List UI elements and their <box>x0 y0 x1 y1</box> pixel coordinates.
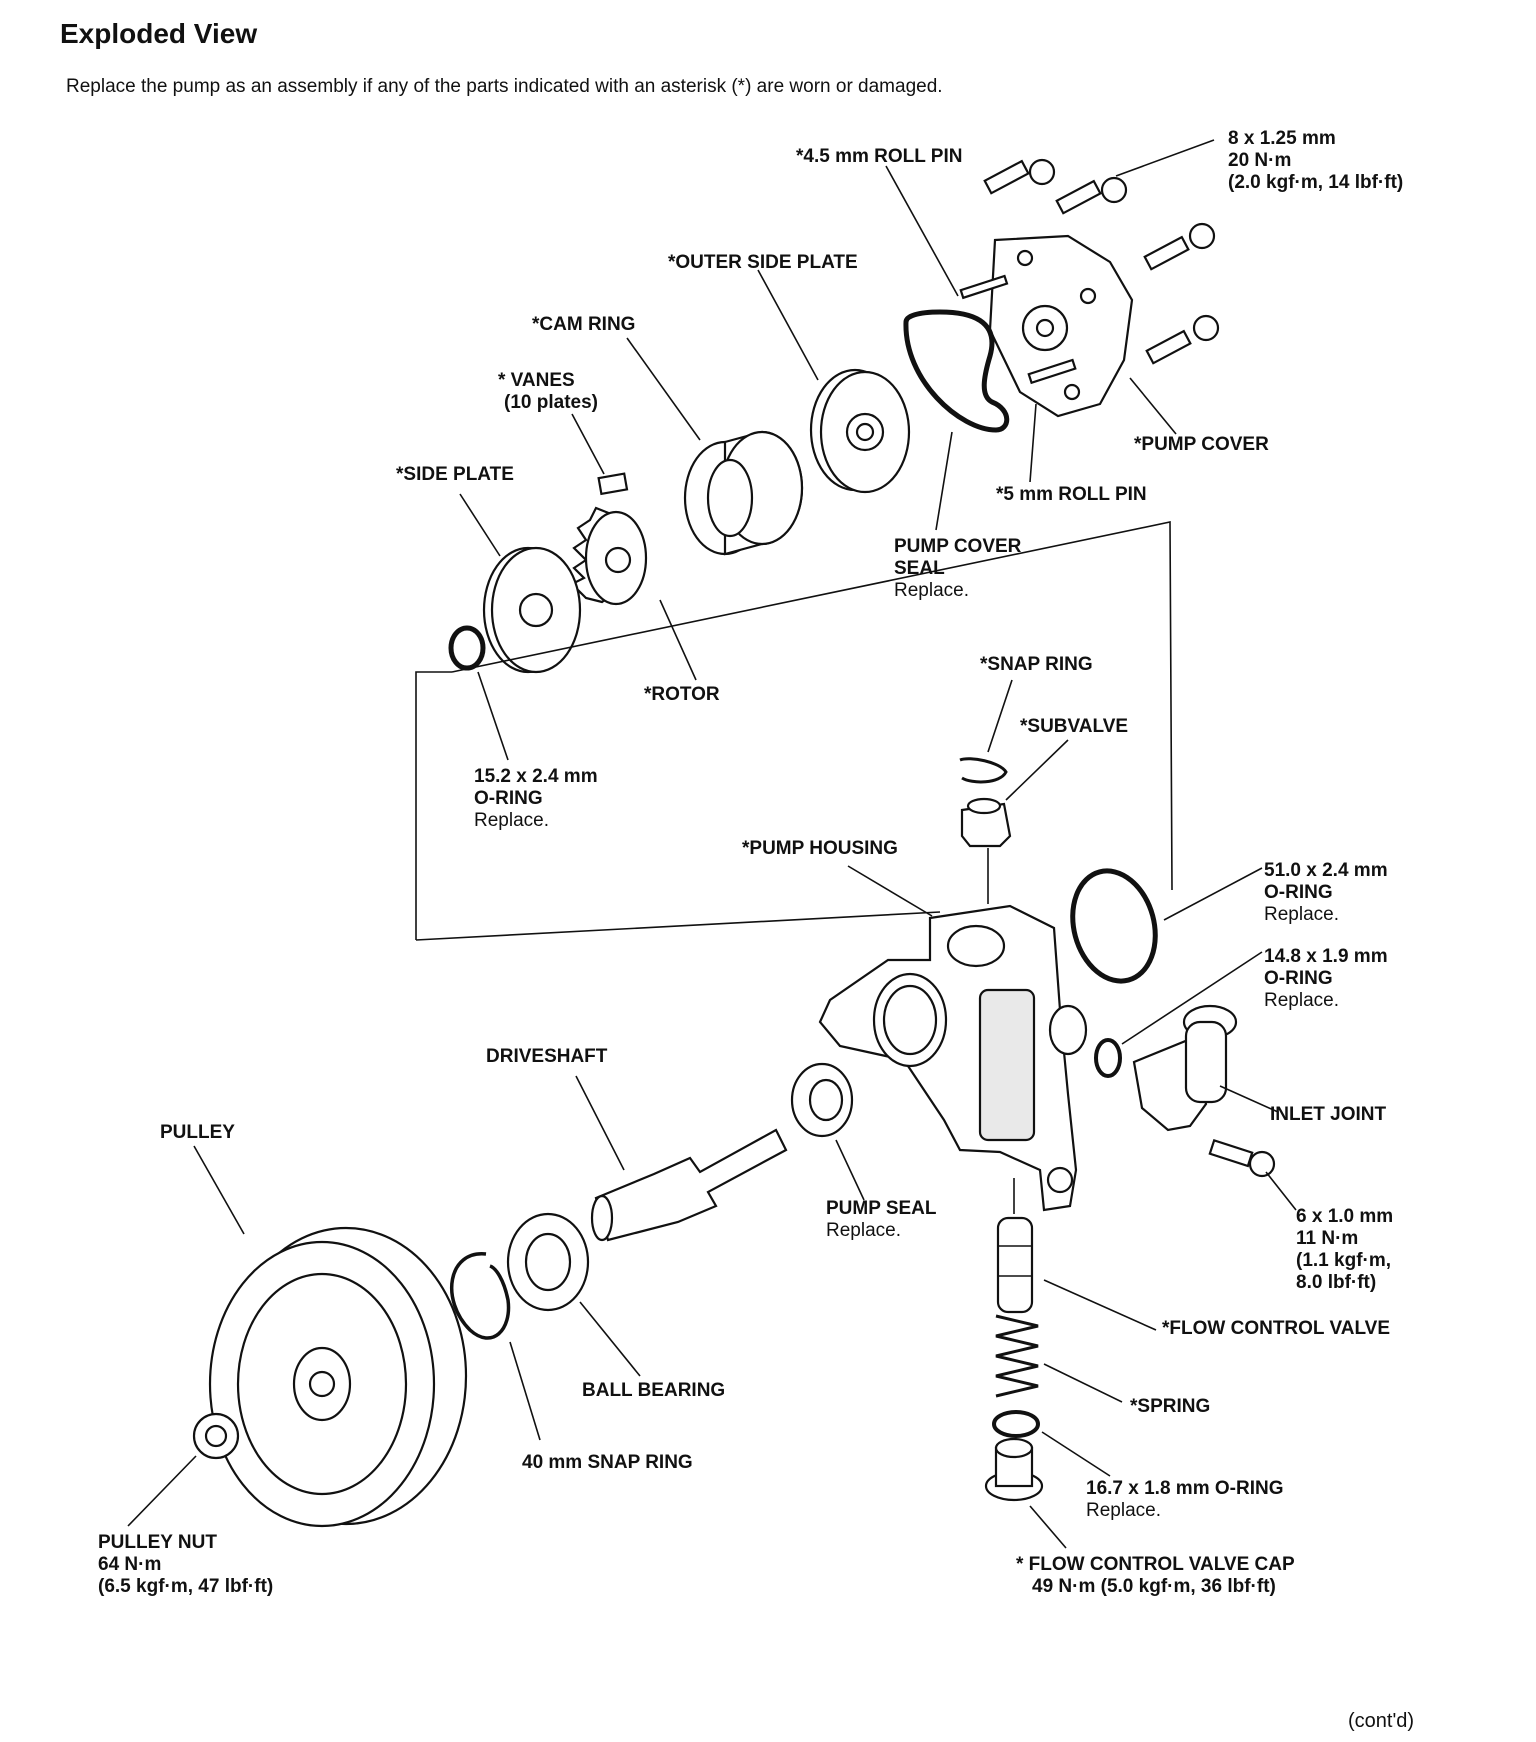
assembly-bracket <box>415 671 452 940</box>
rotor <box>570 506 648 606</box>
cover-bolt-3 <box>1143 222 1216 271</box>
label-pump-cover: *PUMP COVER <box>1134 434 1269 455</box>
label-inlet-joint-bolt: 6 x 1.0 mm 11 N·m (1.1 kgf·m, 8.0 lbf·ft… <box>1296 1206 1394 1293</box>
label-outer-side-plate: *OUTER SIDE PLATE <box>668 252 858 273</box>
vane-plate <box>597 472 629 496</box>
label-pump-housing: *PUMP HOUSING <box>742 838 898 859</box>
inlet-joint <box>1132 1004 1238 1132</box>
label-oring-16-7mm: 16.7 x 1.8 mm O-RING Replace. <box>1086 1478 1284 1521</box>
cam-ring <box>683 430 804 556</box>
cover-bolt-4 <box>1145 314 1220 365</box>
outer-side-plate <box>809 368 911 494</box>
intro-note: Replace the pump as an assembly if any o… <box>66 76 943 97</box>
cover-bolt-2 <box>1055 176 1128 215</box>
pump-housing <box>818 904 1088 1212</box>
label-oring-15-2mm: 15.2 x 2.4 mm O-RING Replace. <box>474 766 598 831</box>
label-flow-control-valve-cap: * FLOW CONTROL VALVE CAP 49 N·m (5.0 kgf… <box>1016 1554 1295 1597</box>
oring-14-8mm <box>1094 1038 1122 1078</box>
label-subvalve: *SUBVALVE <box>1020 716 1129 737</box>
label-oring-14-8mm: 14.8 x 1.9 mm O-RING Replace. <box>1264 946 1388 1011</box>
ball-bearing <box>506 1212 590 1312</box>
label-pump-cover-seal: PUMP COVER SEAL Replace. <box>894 536 1022 601</box>
label-ball-bearing: BALL BEARING <box>582 1380 726 1401</box>
label-snap-ring: *SNAP RING <box>980 654 1093 675</box>
roll-pin-5mm <box>1027 358 1077 385</box>
label-spring: *SPRING <box>1130 1396 1211 1417</box>
label-pulley-nut: PULLEY NUT 64 N·m (6.5 kgf·m, 47 lbf·ft) <box>98 1532 274 1597</box>
pump-cover <box>988 234 1134 418</box>
flow-control-valve-cap <box>984 1437 1044 1502</box>
label-roll-pin-5mm: *5 mm ROLL PIN <box>996 484 1147 505</box>
oring-15-2mm <box>448 625 486 671</box>
pulley <box>208 1226 468 1528</box>
pulley-nut <box>192 1412 240 1460</box>
pump-seal <box>790 1062 854 1138</box>
label-vanes: * VANES (10 plates) <box>498 370 598 413</box>
driveshaft <box>590 1128 788 1242</box>
label-flow-control-valve: *FLOW CONTROL VALVE <box>1162 1318 1390 1339</box>
label-pulley: PULLEY <box>160 1122 235 1143</box>
label-inlet-joint: INLET JOINT <box>1270 1104 1387 1125</box>
label-snap-ring-40mm: 40 mm SNAP RING <box>522 1452 693 1473</box>
cover-bolt-1 <box>983 158 1056 195</box>
label-roll-pin-4-5mm: *4.5 mm ROLL PIN <box>796 146 963 167</box>
label-oring-51mm: 51.0 x 2.4 mm O-RING Replace. <box>1264 860 1388 925</box>
page-title: Exploded View <box>60 18 258 49</box>
label-side-plate: *SIDE PLATE <box>396 464 514 485</box>
label-cam-ring: *CAM RING <box>532 314 636 335</box>
spring <box>995 1314 1039 1398</box>
leader-lines <box>127 139 1297 1549</box>
label-driveshaft: DRIVESHAFT <box>486 1046 608 1067</box>
side-plate <box>482 546 582 674</box>
snap-ring-40mm <box>449 1252 511 1340</box>
label-rotor: *ROTOR <box>644 684 720 705</box>
subvalve <box>960 797 1012 848</box>
continued-note: (cont'd) <box>1348 1710 1415 1732</box>
oring-51mm <box>1070 868 1158 984</box>
label-pump-seal: PUMP SEAL Replace. <box>826 1198 937 1241</box>
snap-ring <box>959 757 1008 784</box>
inlet-joint-bolt <box>1208 1138 1276 1178</box>
flow-control-valve <box>996 1216 1034 1314</box>
oring-16-7mm <box>992 1410 1040 1438</box>
label-cover-bolt: 8 x 1.25 mm 20 N·m (2.0 kgf·m, 14 lbf·ft… <box>1228 128 1404 193</box>
pump-cover-seal <box>903 309 1010 433</box>
roll-pin-4-5mm <box>959 274 1009 300</box>
